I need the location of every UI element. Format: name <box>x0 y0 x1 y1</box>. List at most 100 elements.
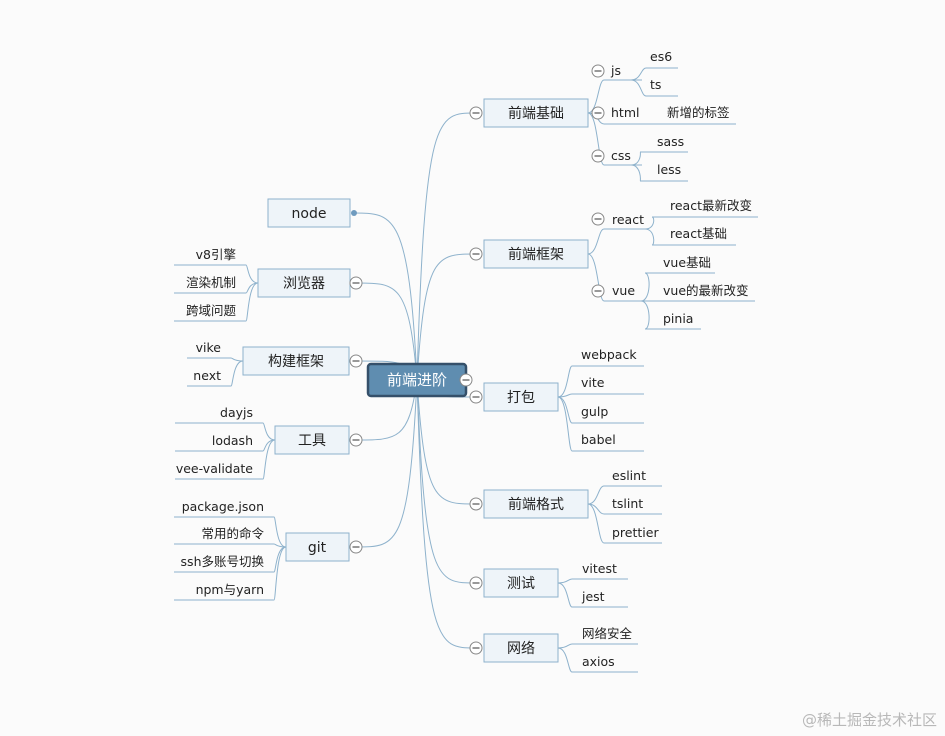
topic-build-frameworks[interactable]: 构建框架 <box>242 346 350 376</box>
leaf-vike[interactable]: vike <box>196 340 222 355</box>
topic-label: 网络 <box>507 641 535 657</box>
leaf-new-tags[interactable]: 新增的标签 <box>667 105 730 120</box>
subtopic-react[interactable]: react <box>612 212 644 227</box>
topic-tools[interactable]: 工具 <box>274 425 350 455</box>
connector-line <box>630 151 641 166</box>
leaf-gulp[interactable]: gulp <box>581 404 608 419</box>
connector-line <box>587 228 605 255</box>
connector-line <box>356 282 418 381</box>
leaf-sass[interactable]: sass <box>657 134 684 149</box>
collapse-toggle-icon[interactable] <box>591 64 605 78</box>
connector-line <box>587 79 605 114</box>
connector-line <box>262 422 276 441</box>
connector-line <box>557 396 573 452</box>
connector-line <box>416 253 477 381</box>
subtopic-vue[interactable]: vue <box>612 283 635 298</box>
leaf-v8-engine[interactable]: v8引擎 <box>196 247 236 262</box>
connector-line <box>273 546 287 601</box>
topic-label: 构建框架 <box>268 354 324 370</box>
connector-line <box>557 365 573 398</box>
collapse-toggle-icon[interactable] <box>459 373 473 387</box>
leaf-prettier[interactable]: prettier <box>612 525 659 540</box>
leaf-less[interactable]: less <box>657 162 681 177</box>
collapse-toggle-icon[interactable] <box>349 433 363 447</box>
topic-bundling[interactable]: 打包 <box>483 382 559 412</box>
leaf-npm-yarn[interactable]: npm与yarn <box>196 582 264 597</box>
collapse-toggle-icon[interactable] <box>591 284 605 298</box>
topic-network[interactable]: 网络 <box>483 633 559 663</box>
collapse-toggle-icon[interactable] <box>591 149 605 163</box>
leaf-eslint[interactable]: eslint <box>612 468 646 483</box>
subtopic-js[interactable]: js <box>610 63 621 78</box>
root-topic[interactable]: 前端进阶 <box>366 362 468 398</box>
leaf-vue-basics[interactable]: vue基础 <box>663 255 711 270</box>
leaf-ts[interactable]: ts <box>650 77 661 92</box>
connector-line <box>262 439 276 480</box>
connector-line <box>230 360 244 387</box>
collapse-toggle-icon[interactable] <box>349 276 363 290</box>
leaf-dayjs[interactable]: dayjs <box>220 405 253 420</box>
connector-line <box>640 300 650 330</box>
leaf-vee-validate[interactable]: vee-validate <box>176 461 253 476</box>
topic-label: 前端基础 <box>508 105 564 122</box>
subtopic-css[interactable]: css <box>611 148 631 163</box>
leaf-ssh-accounts[interactable]: ssh多账号切换 <box>181 554 265 569</box>
topic-label: git <box>308 540 327 556</box>
leaf-next[interactable]: next <box>193 368 221 383</box>
leaf-package-json[interactable]: package.json <box>182 499 264 514</box>
connector-line <box>416 379 477 649</box>
topic-frontend-basics[interactable]: 前端基础 <box>483 98 589 128</box>
topic-label: 前端格式 <box>508 496 564 513</box>
collapse-toggle-icon[interactable] <box>469 641 483 655</box>
leaf-react-latest[interactable]: react最新改变 <box>670 198 752 213</box>
collapse-toggle-icon[interactable] <box>349 354 363 368</box>
collapse-toggle-icon[interactable] <box>349 540 363 554</box>
leaf-vue-latest[interactable]: vue的最新改变 <box>663 283 749 298</box>
leaf-tslint[interactable]: tslint <box>612 496 643 511</box>
leaf-webpack[interactable]: webpack <box>581 347 637 362</box>
collapse-toggle-icon[interactable] <box>469 576 483 590</box>
topic-testing[interactable]: 测试 <box>483 568 559 598</box>
connector-line <box>630 79 647 97</box>
topic-node[interactable]: node <box>267 198 351 228</box>
connector-line <box>416 379 477 505</box>
connector-line <box>245 282 259 322</box>
topic-label: 工具 <box>298 433 326 449</box>
collapse-toggle-icon[interactable] <box>469 247 483 261</box>
leaf-babel[interactable]: babel <box>581 432 616 447</box>
collapse-toggle-icon[interactable] <box>469 497 483 511</box>
topic-browser[interactable]: 浏览器 <box>257 268 351 298</box>
leaf-lodash[interactable]: lodash <box>212 433 253 448</box>
topic-label: 打包 <box>507 389 535 406</box>
leaf-pinia[interactable]: pinia <box>663 311 693 326</box>
connector-line <box>587 253 605 302</box>
collapse-toggle-icon[interactable] <box>469 106 483 120</box>
collapse-toggle-icon[interactable] <box>469 390 483 404</box>
watermark: @稀土掘金技术社区 <box>801 711 937 729</box>
collapse-toggle-icon[interactable] <box>591 212 605 226</box>
leaf-es6[interactable]: es6 <box>650 49 672 64</box>
connector-line <box>245 282 259 294</box>
leaf-network-security[interactable]: 网络安全 <box>582 626 633 641</box>
connector-line <box>230 357 244 362</box>
connector-line <box>587 503 605 544</box>
leaf-axios[interactable]: axios <box>582 654 615 669</box>
leaf-cors[interactable]: 跨域问题 <box>186 303 237 318</box>
leaf-jest[interactable]: jest <box>581 589 605 604</box>
connector-line <box>273 543 287 548</box>
topic-git[interactable]: git <box>285 532 350 562</box>
leaf-common-commands[interactable]: 常用的命令 <box>201 526 264 541</box>
leaf-rendering[interactable]: 渲染机制 <box>186 275 236 290</box>
connector-line <box>557 643 573 649</box>
topic-code-format[interactable]: 前端格式 <box>483 489 589 519</box>
connector-line <box>587 503 605 515</box>
leaf-vitest[interactable]: vitest <box>582 561 617 576</box>
connector-line <box>640 272 650 302</box>
subtopic-html[interactable]: html <box>611 105 639 120</box>
topic-label: 前端框架 <box>508 246 564 263</box>
topic-frontend-frameworks[interactable]: 前端框架 <box>483 239 589 269</box>
collapse-toggle-icon[interactable] <box>591 106 605 120</box>
leaf-react-basics[interactable]: react基础 <box>670 226 727 241</box>
leaf-vite[interactable]: vite <box>581 375 605 390</box>
